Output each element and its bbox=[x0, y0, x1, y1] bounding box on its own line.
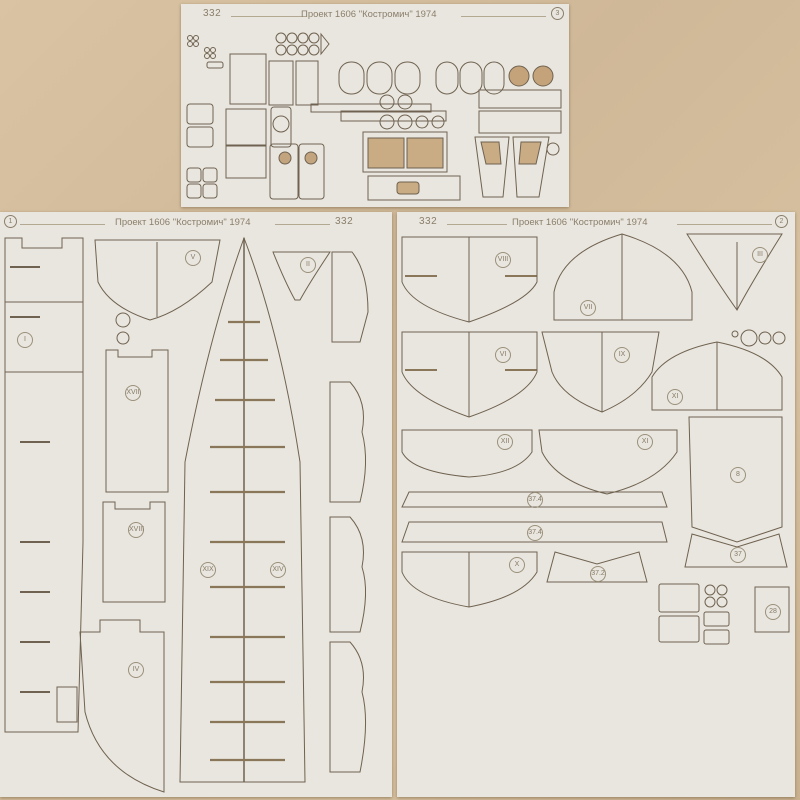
top-sheet-parts bbox=[186, 32, 562, 201]
sheet-title: Проект 1606 "Костромич" 1974 bbox=[301, 9, 437, 20]
sheet-number: 1 bbox=[4, 215, 17, 228]
part-label: X bbox=[509, 557, 525, 573]
part-label: 28 bbox=[765, 604, 781, 620]
part-label: IV bbox=[128, 662, 144, 678]
brand-logo: 332 bbox=[203, 8, 222, 19]
brand-logo: 332 bbox=[419, 216, 438, 227]
sheet-header: 1 Проект 1606 "Костромич" 1974 332 bbox=[0, 212, 392, 232]
sheet-header: 332 Проект 1606 "Костромич" 1974 2 bbox=[397, 212, 795, 232]
part-label: XI bbox=[667, 389, 683, 405]
sheet-title: Проект 1606 "Костромич" 1974 bbox=[512, 217, 648, 228]
part-label: VII bbox=[580, 300, 596, 316]
part-label: V bbox=[185, 250, 201, 266]
part-label: 37.2 bbox=[590, 566, 606, 582]
part-label: 8 bbox=[730, 467, 746, 483]
part-label: III bbox=[752, 247, 768, 263]
part-label: II bbox=[300, 257, 316, 273]
right-sheet-parts bbox=[401, 233, 790, 645]
sheet-number: 2 bbox=[775, 215, 788, 228]
part-label: I bbox=[17, 332, 33, 348]
kit-sheet-left: 1 Проект 1606 "Костромич" 1974 332 bbox=[0, 212, 392, 797]
part-label: XII bbox=[497, 434, 513, 450]
part-label: VI bbox=[495, 347, 511, 363]
left-sheet-parts bbox=[4, 236, 369, 793]
brand-logo: 332 bbox=[335, 216, 354, 227]
sheet-number: 3 bbox=[551, 7, 564, 20]
part-label: XI bbox=[637, 434, 653, 450]
sheet-title: Проект 1606 "Костромич" 1974 bbox=[115, 217, 251, 228]
part-label: 37.4 bbox=[527, 492, 543, 508]
sheet-header: 332 Проект 1606 "Костромич" 1974 3 bbox=[181, 4, 569, 24]
part-label: VIII bbox=[495, 252, 511, 268]
part-label: XVII bbox=[125, 385, 141, 401]
part-label: XIX bbox=[200, 562, 216, 578]
part-label: 37 bbox=[730, 547, 746, 563]
part-label: XVIII bbox=[128, 522, 144, 538]
part-label: IX bbox=[614, 347, 630, 363]
kit-sheet-top: 332 Проект 1606 "Костромич" 1974 3 bbox=[181, 4, 569, 207]
part-label: XIV bbox=[270, 562, 286, 578]
part-label: 37.4 bbox=[527, 525, 543, 541]
kit-sheet-right: 332 Проект 1606 "Костромич" 1974 2 VIII … bbox=[397, 212, 795, 797]
